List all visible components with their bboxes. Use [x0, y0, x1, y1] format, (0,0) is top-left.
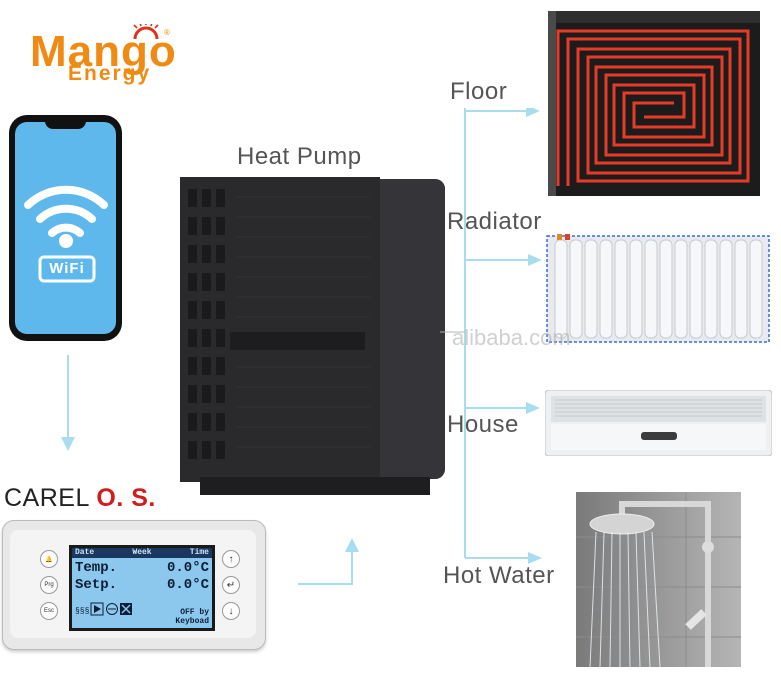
controller-lcd: Date Week Time Temp. 0.0°C Setp. 0.0°C §…	[69, 545, 215, 631]
lcd-row-temp: Temp. 0.0°C	[75, 560, 209, 576]
wifi-label: WiFi	[49, 260, 85, 277]
up-button[interactable]: ↑	[222, 550, 240, 568]
lcd-status: OFF by Keyboad	[175, 608, 209, 626]
floor-label: Floor	[450, 78, 508, 105]
esc-button[interactable]: Esc	[40, 602, 58, 620]
distribution-pipes	[440, 108, 542, 564]
enter-button[interactable]: ↵	[222, 576, 240, 594]
lcd-header: Date Week Time	[72, 548, 212, 558]
watermark: alibaba.com	[452, 325, 571, 350]
lcd-temp-value: 0.0°C	[166, 560, 209, 576]
logo-word-mango: Mango	[30, 27, 177, 76]
heat-pump-label: Heat Pump	[237, 143, 362, 170]
sun-logo-icon	[133, 24, 159, 40]
logo-registered-mark: ®	[164, 28, 170, 37]
hot-water-label: Hot Water	[443, 562, 555, 589]
wifi-icon	[24, 185, 108, 283]
os-brand-suffix: O. S.	[96, 484, 156, 512]
controller-brand-label: CAREL O. S.	[4, 484, 156, 513]
lcd-setp-value: 0.0°C	[166, 577, 209, 593]
alarm-button[interactable]: 🔔	[40, 550, 58, 568]
up-right-arrow-icon	[298, 538, 359, 585]
prg-button[interactable]: Prg	[40, 576, 58, 594]
lcd-setp-name: Setp.	[75, 577, 118, 593]
down-arrow-icon	[61, 355, 75, 451]
lcd-header-week: Week	[132, 548, 152, 557]
lcd-status-line1: OFF by	[180, 608, 209, 617]
down-button[interactable]: ↓	[222, 602, 240, 620]
lcd-row-setp: Setp. 0.0°C	[75, 577, 209, 593]
shower-photo	[576, 492, 741, 667]
lcd-mode-icons: §§§	[75, 602, 132, 616]
radiator-label: Radiator	[447, 208, 542, 235]
radiator-photo	[543, 228, 771, 346]
smartphone-notch	[45, 120, 86, 129]
house-label: House	[447, 411, 519, 438]
logo-word-energy: Energy	[68, 62, 152, 85]
lcd-status-line2: Keyboad	[175, 617, 209, 626]
carel-brand: CAREL	[4, 484, 89, 512]
heat-pump-unit	[180, 177, 445, 495]
air-conditioner-photo	[544, 389, 773, 457]
lcd-header-date: Date	[75, 548, 95, 557]
svg-text:§§§: §§§	[75, 607, 90, 616]
lcd-temp-name: Temp.	[75, 560, 118, 576]
lcd-header-time: Time	[189, 548, 209, 557]
floor-heating-photo	[548, 11, 760, 196]
